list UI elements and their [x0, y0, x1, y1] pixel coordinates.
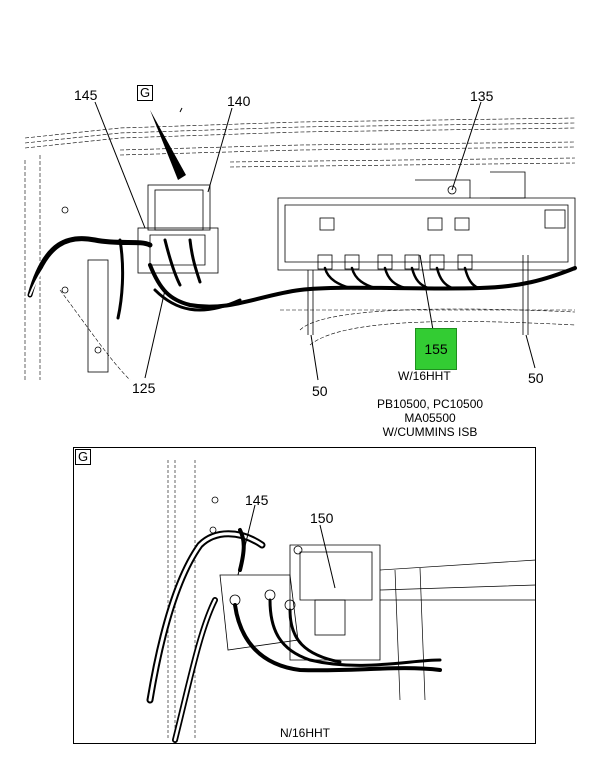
callout-145-detail: 145 [245, 492, 269, 508]
detail-caption: N/16HHT [280, 726, 331, 740]
callout-125: 125 [132, 380, 156, 396]
callout-50-left: 50 [312, 383, 328, 399]
model-line-2: MA05500 [404, 411, 456, 425]
callout-155-highlight: 155 [415, 328, 457, 370]
note-155: W/16HHT [398, 369, 451, 383]
model-line-1: PB10500, PC10500 [376, 397, 484, 411]
callout-150: 150 [310, 510, 334, 526]
callout-140: 140 [227, 93, 251, 109]
view-g-tag-main: G [137, 85, 154, 101]
view-g-tag-detail: G [75, 449, 92, 465]
callout-50-right: 50 [528, 370, 544, 386]
detail-view-frame [73, 447, 536, 744]
callout-145-main: 145 [74, 87, 98, 103]
model-line-3: W/CUMMINS ISB [382, 425, 478, 439]
callout-135: 135 [470, 88, 494, 104]
